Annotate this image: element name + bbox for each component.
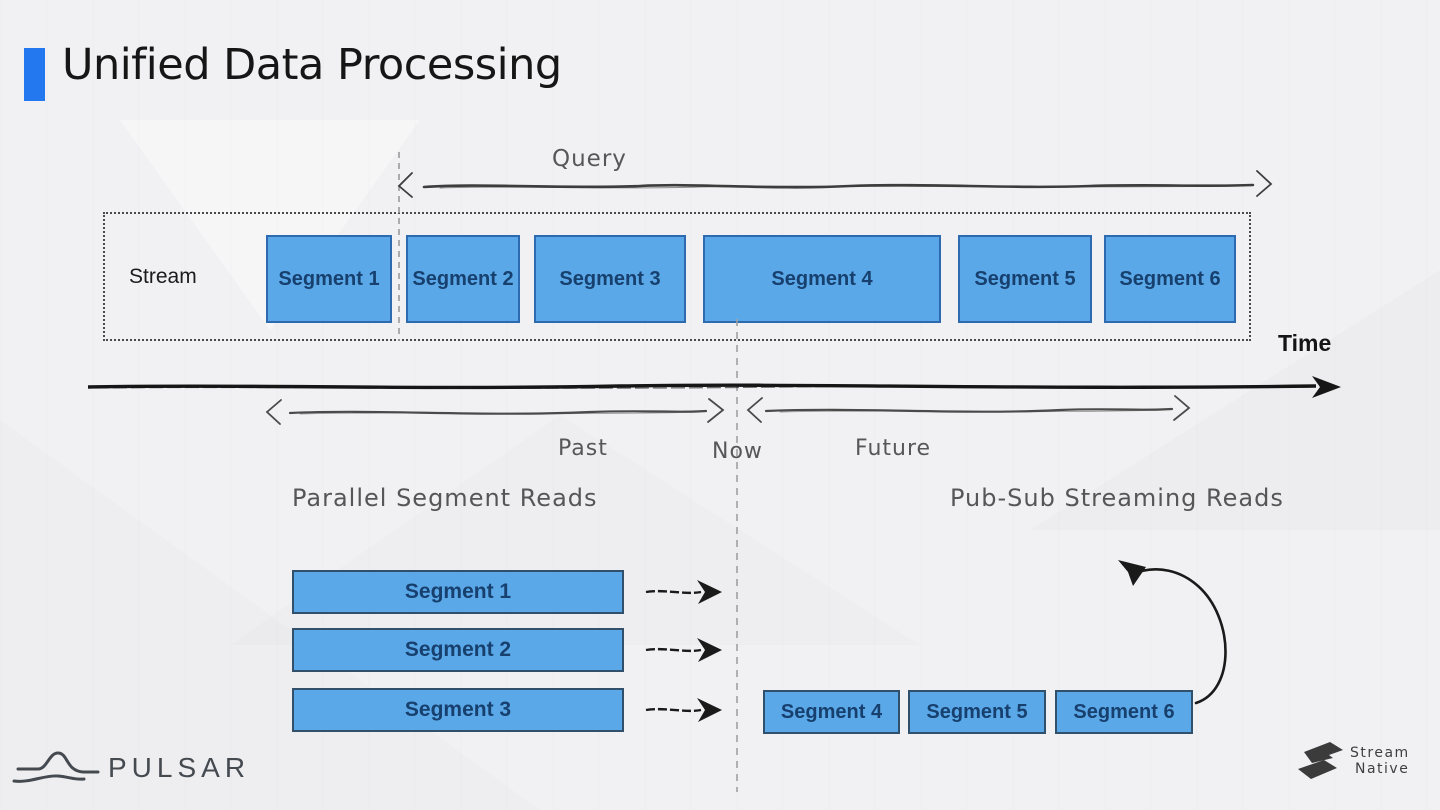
streamnative-logo: Stream Native	[1296, 738, 1410, 784]
stream-segment-1: Segment 1	[266, 235, 392, 323]
now-label: Now	[712, 439, 763, 464]
title-accent-bar	[24, 48, 45, 101]
streaming-read-segment-5: Segment 5	[908, 690, 1046, 734]
stream-segment-3: Segment 3	[534, 235, 686, 323]
streamnative-word-native: Native	[1355, 761, 1410, 777]
stream-segment-2: Segment 2	[406, 235, 520, 323]
stream-container-box	[103, 212, 1251, 341]
stream-segment-4: Segment 4	[703, 235, 941, 323]
streaming-read-segment-4: Segment 4	[763, 690, 900, 734]
streamnative-word-stream: Stream	[1350, 745, 1410, 761]
streamnative-icon	[1298, 742, 1343, 779]
pulsar-wave-icon	[12, 751, 100, 783]
parallel-read-segment-1: Segment 1	[292, 570, 624, 614]
parallel-read-segment-3: Segment 3	[292, 688, 624, 732]
time-label: Time	[1278, 330, 1332, 356]
page-title: Unified Data Processing	[62, 40, 562, 90]
streaming-read-segment-6: Segment 6	[1055, 690, 1193, 734]
future-label: Future	[855, 436, 932, 461]
past-label: Past	[558, 436, 608, 461]
stream-segment-6: Segment 6	[1104, 235, 1236, 323]
pulsar-logo: PULSAR	[12, 744, 250, 792]
parallel-read-segment-2: Segment 2	[292, 628, 624, 672]
stream-segment-5: Segment 5	[958, 235, 1092, 323]
stream-label: Stream	[129, 265, 197, 288]
parallel-segment-reads-label: Parallel Segment Reads	[292, 484, 598, 512]
query-label: Query	[552, 146, 627, 172]
pub-sub-streaming-reads-label: Pub-Sub Streaming Reads	[950, 484, 1284, 512]
pulsar-wordmark: PULSAR	[108, 752, 251, 783]
